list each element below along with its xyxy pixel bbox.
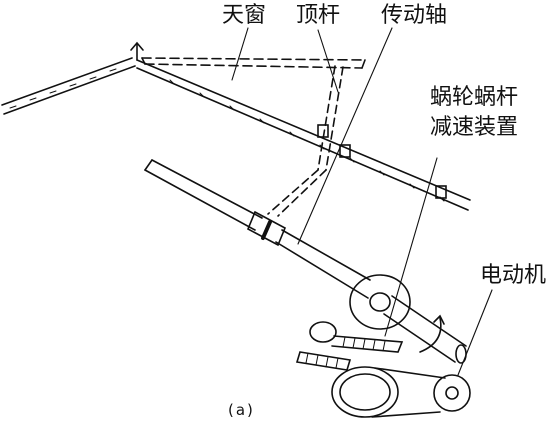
leader-push-rod (317, 29, 339, 93)
rotation-arrow-icon (419, 314, 445, 353)
label-drive-shaft: 传动轴 (381, 3, 448, 28)
label-skylight: 天窗 (222, 3, 267, 28)
label-worm-reducer-line1: 蜗轮蜗杆 (430, 85, 519, 110)
skylight-sash (141, 57, 366, 69)
label-motor: 电动机 (480, 263, 547, 288)
belt-drive (331, 366, 446, 418)
roof-left-slope (1, 57, 136, 115)
worm-wheel (349, 274, 411, 330)
motor-pulley (433, 374, 471, 412)
leader-lines (231, 27, 493, 376)
push-rod (267, 65, 344, 217)
leader-motor (457, 289, 493, 376)
shaft-coupling (246, 210, 287, 247)
worm-screw (295, 321, 404, 371)
output-shaft (383, 295, 467, 364)
leader-worm-reducer (384, 157, 438, 337)
roof-right-slope (136, 59, 471, 211)
label-worm-reducer-line2: 减速装置 (430, 115, 519, 140)
push-rod-pivot (317, 124, 447, 199)
leader-skylight (231, 27, 249, 81)
leader-drive-shaft (297, 27, 393, 245)
figure-caption: (a) (228, 401, 255, 419)
label-push-rod: 顶杆 (296, 3, 341, 28)
drive-shaft (144, 159, 371, 299)
ridge-apex-icon (130, 41, 144, 61)
